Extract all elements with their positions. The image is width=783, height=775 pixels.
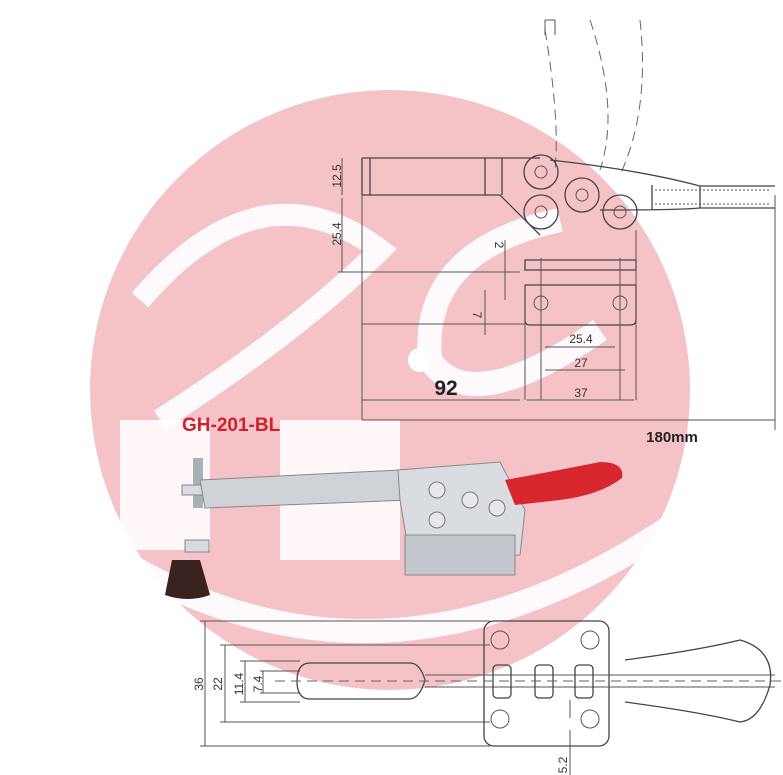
- dim-hole-offset: 5.2: [556, 756, 570, 773]
- top-view: 36 22 11.4 7.4 5.2: [192, 620, 783, 775]
- side-view: 12.5 25.4 2 7 25.4 27 37 92 180mm: [330, 19, 776, 446]
- red-handle-grip: [505, 462, 623, 505]
- dim-slot-inner: 11.4: [232, 672, 246, 695]
- dim-total-width: 36: [192, 677, 206, 691]
- dim-base-width: 37: [574, 386, 588, 400]
- dim-height-top: 12.5: [330, 164, 344, 188]
- dim-slot-width: 7.4: [251, 675, 265, 692]
- dim-hole-spacing: 25.4: [569, 332, 593, 346]
- dim-total-length: 180mm: [646, 429, 698, 446]
- dim-base-inner: 27: [574, 356, 588, 370]
- dim-gap: 2: [492, 242, 506, 249]
- dim-offset: 7: [470, 312, 484, 319]
- model-label: GH-201-BL: [182, 415, 281, 436]
- dim-height-bottom: 25.4: [330, 222, 344, 246]
- watermark-logo: [90, 90, 690, 690]
- dim-slot-outer: 22: [211, 677, 225, 691]
- dim-bar-length: 92: [434, 377, 457, 400]
- rubber-tip: [165, 560, 210, 599]
- product-photo: GH-201-BL: [165, 415, 623, 599]
